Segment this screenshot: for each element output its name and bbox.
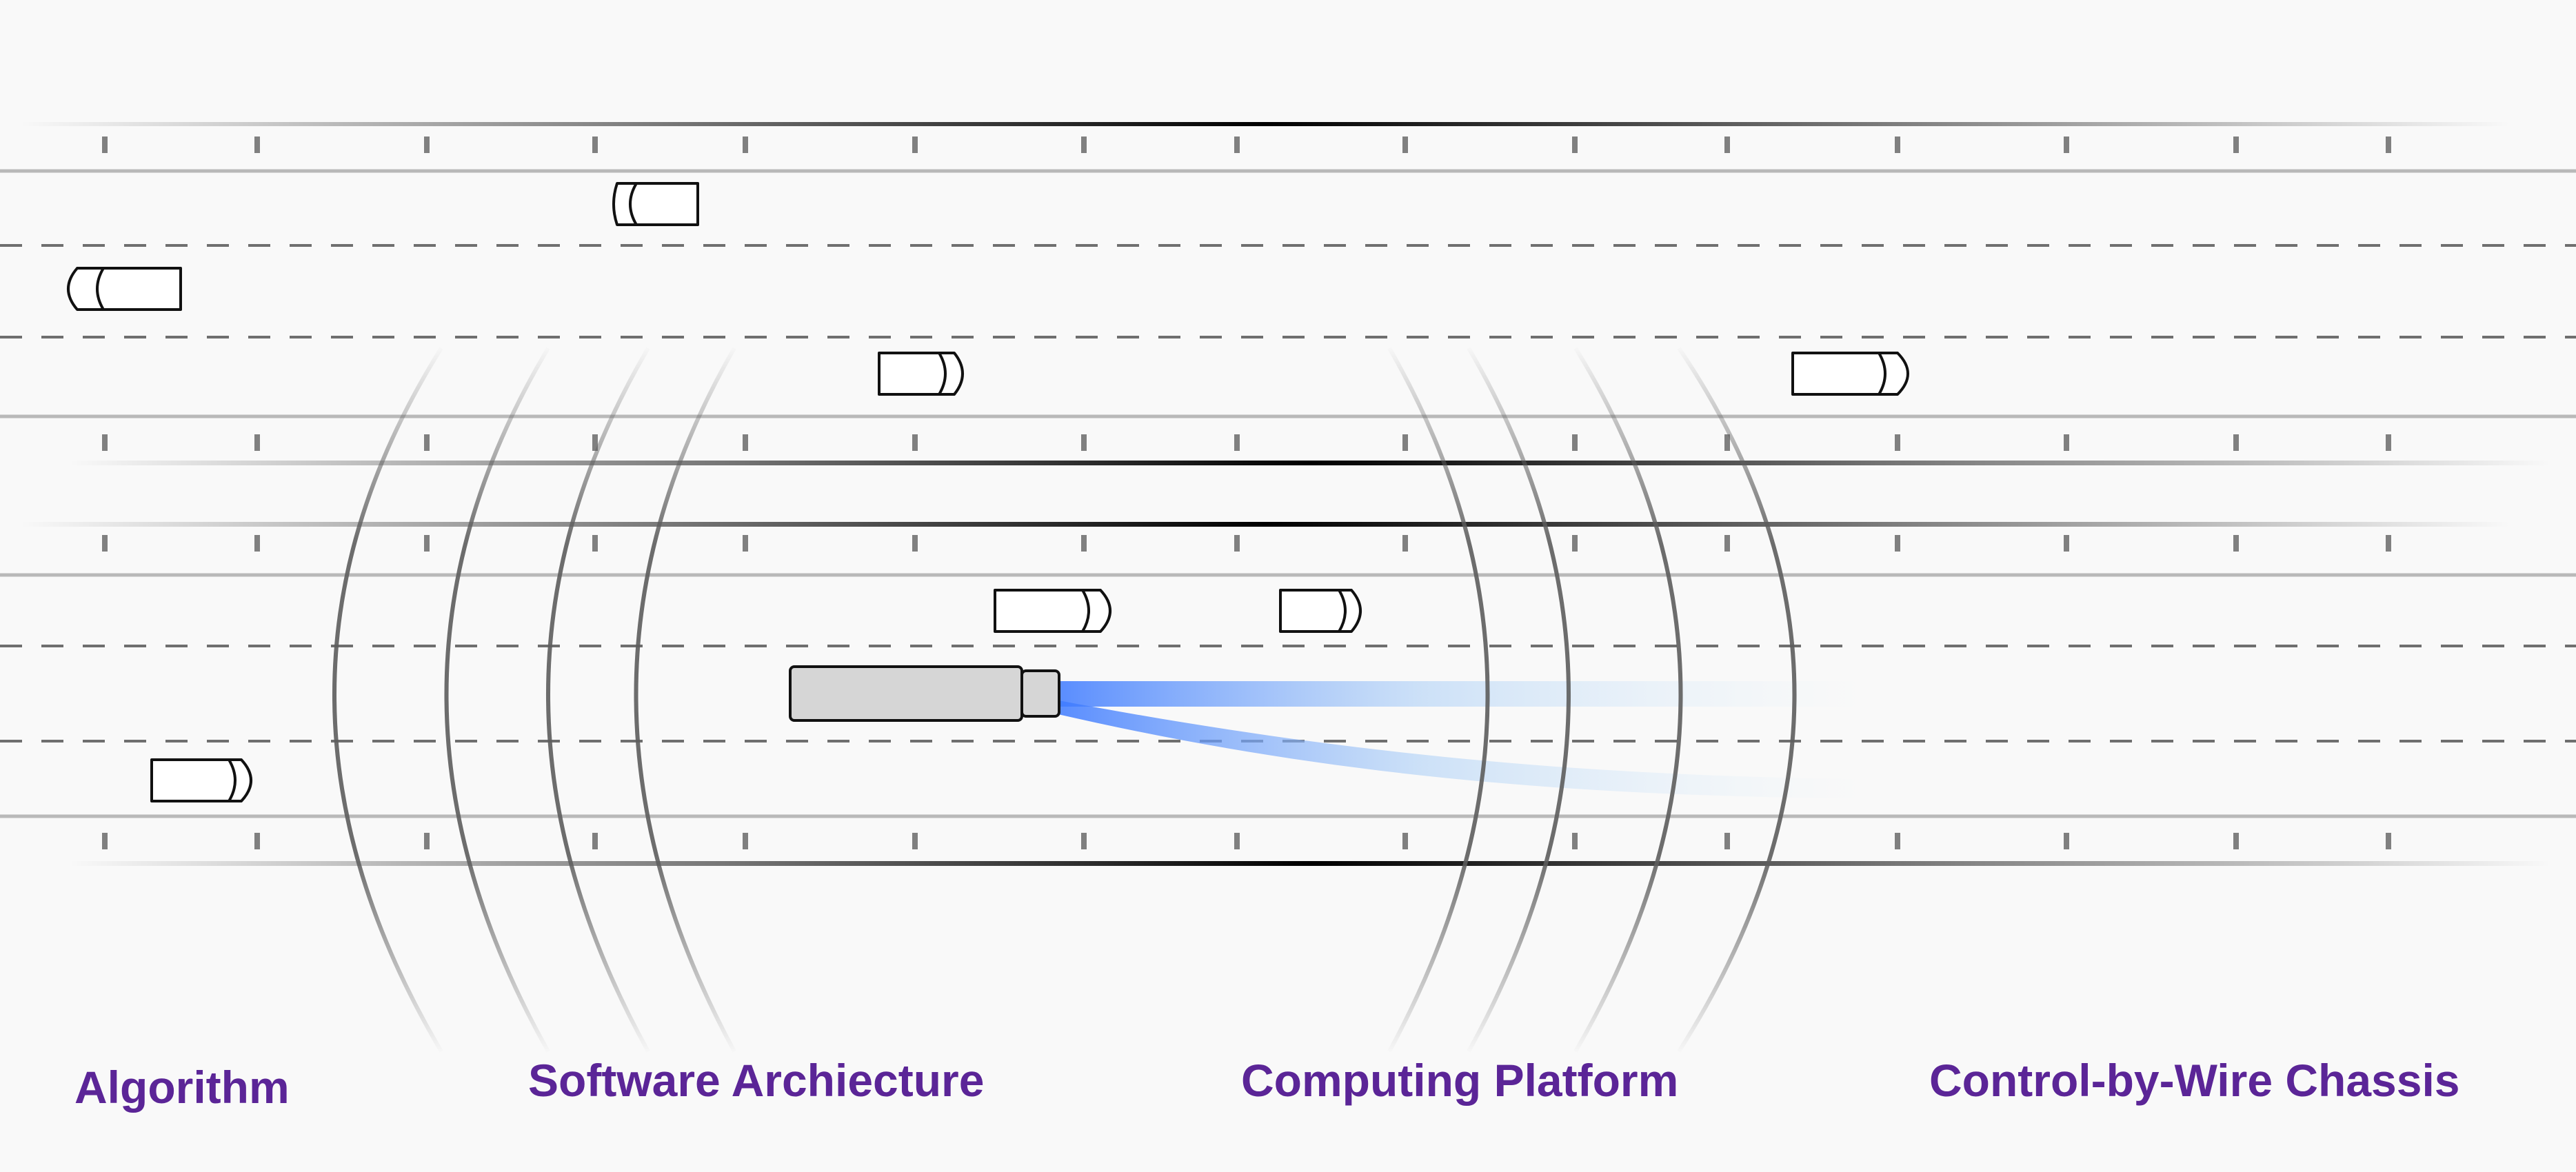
road-tick bbox=[1081, 434, 1087, 451]
label-algorithm: Algorithm bbox=[74, 1062, 290, 1113]
road-tick bbox=[1402, 535, 1408, 552]
road-tick bbox=[254, 137, 260, 153]
sensor-wave-icon bbox=[332, 347, 1797, 1053]
truck-trailer bbox=[789, 665, 1023, 722]
sensor-arc-right bbox=[1573, 347, 1683, 1053]
road-tick bbox=[1895, 434, 1900, 451]
road-tick bbox=[102, 137, 108, 153]
sensor-arc-right bbox=[1387, 347, 1490, 1053]
road-tick bbox=[912, 833, 918, 849]
road-tick bbox=[743, 434, 748, 451]
car-icon bbox=[1791, 352, 1909, 396]
road-tick bbox=[1724, 535, 1730, 552]
tick-row-2 bbox=[102, 434, 2391, 451]
road-tick bbox=[1572, 434, 1578, 451]
trajectory-straight bbox=[1055, 681, 1862, 707]
road-tick bbox=[1724, 833, 1730, 849]
road-tick bbox=[2386, 434, 2391, 451]
road-tick bbox=[2386, 137, 2391, 153]
car-icon bbox=[150, 758, 252, 802]
car-icon bbox=[994, 589, 1111, 633]
road-tick bbox=[1234, 137, 1240, 153]
road-tick bbox=[2064, 833, 2069, 849]
road-tick bbox=[2064, 137, 2069, 153]
road-tick bbox=[254, 833, 260, 849]
barrier-upper-top bbox=[21, 122, 2510, 126]
road-tick bbox=[1081, 535, 1087, 552]
road-tick bbox=[1234, 434, 1240, 451]
label-software-architecture: Software Archiecture bbox=[528, 1055, 985, 1106]
road-tick bbox=[1724, 434, 1730, 451]
road-tick bbox=[1572, 833, 1578, 849]
barrier-lower-top bbox=[21, 522, 2510, 527]
sensor-arc-right bbox=[1677, 347, 1797, 1053]
road-tick bbox=[912, 434, 918, 451]
trajectory-lane-change bbox=[1055, 700, 1862, 798]
road-tick bbox=[1081, 137, 1087, 153]
sensor-arc-left bbox=[444, 347, 550, 1053]
road-tick bbox=[1402, 833, 1408, 849]
road-tick bbox=[102, 833, 108, 849]
tick-row-3 bbox=[102, 535, 2391, 552]
road-tick bbox=[424, 137, 430, 153]
road-tick bbox=[1572, 137, 1578, 153]
car-icon bbox=[612, 182, 699, 226]
road-tick bbox=[2233, 434, 2239, 451]
tick-row-1 bbox=[102, 137, 2391, 153]
truck-cab bbox=[1020, 669, 1060, 718]
road-tick bbox=[2386, 535, 2391, 552]
road-tick bbox=[1895, 137, 1900, 153]
road-tick bbox=[592, 434, 598, 451]
road-tick bbox=[254, 535, 260, 552]
sensor-arc-left bbox=[634, 347, 736, 1053]
road-tick bbox=[743, 535, 748, 552]
road-tick bbox=[743, 137, 748, 153]
road-tick bbox=[1234, 535, 1240, 552]
road-tick bbox=[743, 833, 748, 849]
road-tick bbox=[254, 434, 260, 451]
label-computing-platform: Computing Platform bbox=[1241, 1055, 1679, 1106]
road-tick bbox=[592, 833, 598, 849]
road-tick bbox=[2386, 833, 2391, 849]
road-tick bbox=[2064, 434, 2069, 451]
trajectory-icon bbox=[1055, 681, 1862, 798]
road-tick bbox=[2233, 535, 2239, 552]
road-tick bbox=[912, 535, 918, 552]
road-tick bbox=[592, 535, 598, 552]
car-icon bbox=[1279, 589, 1362, 633]
road-tick bbox=[102, 535, 108, 552]
road-tick bbox=[2064, 535, 2069, 552]
road-tick bbox=[1572, 535, 1578, 552]
sensor-arc-right bbox=[1467, 347, 1571, 1053]
road-tick bbox=[1081, 833, 1087, 849]
tick-row-4 bbox=[102, 833, 2391, 849]
label-control-by-wire-chassis: Control-by-Wire Chassis bbox=[1929, 1055, 2460, 1106]
road-tick bbox=[424, 833, 430, 849]
road-tick bbox=[1234, 833, 1240, 849]
road-tick bbox=[1895, 535, 1900, 552]
road-tick bbox=[592, 137, 598, 153]
road-tick bbox=[102, 434, 108, 451]
road-tick bbox=[2233, 833, 2239, 849]
road-tick bbox=[1895, 833, 1900, 849]
road-tick bbox=[1724, 137, 1730, 153]
road-tick bbox=[1402, 137, 1408, 153]
car-icon bbox=[67, 267, 182, 311]
barrier-upper-bottom bbox=[69, 461, 2551, 465]
barrier-lower-bottom bbox=[69, 861, 2551, 866]
road-tick bbox=[2233, 137, 2239, 153]
road-tick bbox=[1402, 434, 1408, 451]
road-tick bbox=[424, 434, 430, 451]
vehicles bbox=[67, 182, 1909, 802]
car-icon bbox=[878, 352, 964, 396]
sensor-arc-left bbox=[332, 347, 443, 1053]
road-tick bbox=[424, 535, 430, 552]
sensor-arc-left bbox=[546, 347, 650, 1053]
road-tick bbox=[912, 137, 918, 153]
truck-icon bbox=[789, 665, 1060, 722]
